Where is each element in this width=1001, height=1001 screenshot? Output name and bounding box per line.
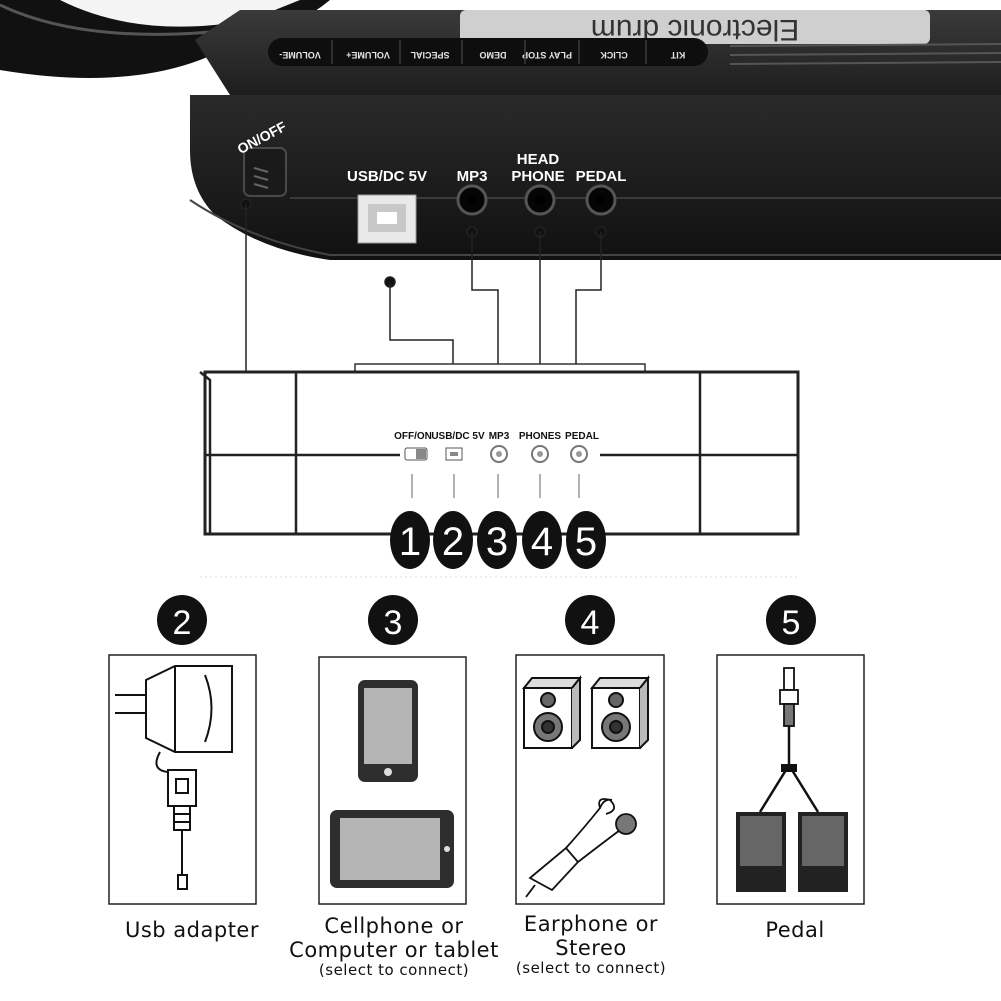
usb-adapter-icon xyxy=(115,665,233,890)
caption-earphone-stereo: Earphone or Stereo (select to connect) xyxy=(496,912,686,978)
pedal-icon xyxy=(736,667,848,892)
caption-line: Computer or tablet xyxy=(289,938,499,963)
headphone-port-label-2: PHONE xyxy=(511,168,564,185)
caption-line: Usb adapter xyxy=(124,918,259,942)
schematic-number-badge: 5 xyxy=(566,511,606,569)
schematic-number-badge: 4 xyxy=(522,511,562,569)
schematic-pedal-jack-icon xyxy=(570,445,588,463)
device-button-label: PLAY STOP xyxy=(522,50,572,60)
schematic-number-badge: 1 xyxy=(390,511,430,569)
device-button: PLAY STOP xyxy=(522,40,580,64)
caption-line: Earphone or xyxy=(523,912,659,936)
panel-pedal xyxy=(716,654,865,905)
device-button-label: CLICK xyxy=(600,50,628,60)
panel-number: 5 xyxy=(782,604,801,642)
device-button: CLICK xyxy=(600,40,647,64)
panel-number-badge: 4 xyxy=(565,595,615,645)
device-button-label: VOLUME- xyxy=(279,50,321,60)
schematic-label-offon: OFF/ON xyxy=(394,431,432,442)
mp3-port-label: MP3 xyxy=(457,168,488,185)
device-button: DEMO xyxy=(480,40,526,64)
caption-line: Pedal xyxy=(765,918,825,942)
panel-number-badge: 3 xyxy=(368,595,418,645)
device-button-label: SPECIAL xyxy=(410,50,450,60)
schematic-mp3-jack-icon xyxy=(490,445,508,463)
schematic-number: 3 xyxy=(486,520,508,564)
caption-subline: (select to connect) xyxy=(515,959,667,978)
schematic-switch-icon xyxy=(404,447,428,461)
device-button: KIT xyxy=(670,50,685,60)
panel-number-badges: 2 3 4 5 xyxy=(157,595,816,645)
panel-number-badge: 2 xyxy=(157,595,207,645)
caption-line: Cellphone or xyxy=(324,914,464,938)
phone-tablet-icon xyxy=(330,680,454,888)
schematic-label-usb: USB/DC 5V xyxy=(431,431,485,442)
usb-port xyxy=(357,194,417,244)
device-button: VOLUME- xyxy=(279,40,333,64)
caption-phone-tablet: Cellphone or Computer or tablet (select … xyxy=(280,914,508,980)
device-button-label: VOLUME+ xyxy=(346,50,390,60)
panel-number-badge: 5 xyxy=(766,595,816,645)
device-button-label: KIT xyxy=(670,50,685,60)
caption-pedal: Pedal xyxy=(730,918,860,942)
schematic-number: 1 xyxy=(399,520,421,564)
panel-phone-tablet xyxy=(318,656,467,905)
device-buttons: KIT CLICK PLAY STOP DEMO SPECIAL VOLUME+ VOLUM… xyxy=(279,40,685,64)
speakers-earphone-icon xyxy=(521,675,651,898)
button-strip xyxy=(268,38,708,66)
usb-port-label: USB/DC 5V xyxy=(347,168,427,185)
device-button-label: DEMO xyxy=(480,50,507,60)
schematic-usb-icon xyxy=(445,447,463,461)
panel-number: 4 xyxy=(581,604,600,642)
schematic-number: 5 xyxy=(575,520,597,564)
panel-usb-adapter xyxy=(108,654,257,905)
schematic-number: 4 xyxy=(531,520,553,564)
schematic-label-pedal: PEDAL xyxy=(565,431,599,442)
device-button: VOLUME+ xyxy=(346,40,401,64)
caption-subline: (select to connect) xyxy=(318,961,470,980)
schematic-label-phones: PHONES xyxy=(519,431,562,442)
brand-plate xyxy=(460,10,930,44)
caption-line: Stereo xyxy=(555,936,627,961)
headphone-port-label-1: HEAD xyxy=(517,151,560,168)
headphone-jack xyxy=(524,184,556,216)
speaker-grill xyxy=(729,43,1001,65)
pedal-jack xyxy=(585,184,617,216)
schematic-label-mp3: MP3 xyxy=(489,431,510,442)
panel-number: 2 xyxy=(173,604,192,642)
schematic-number: 2 xyxy=(442,520,464,564)
schematic-number-badge: 2 xyxy=(433,511,473,569)
schematic-number-badge: 3 xyxy=(477,511,517,569)
panel-number: 3 xyxy=(384,604,403,642)
pedal-port-label: PEDAL xyxy=(576,168,627,185)
schematic-phones-jack-icon xyxy=(531,445,549,463)
panel-earphone-stereo xyxy=(515,654,665,905)
caption-usb-adapter: Usb adapter xyxy=(112,918,272,942)
mp3-jack xyxy=(456,184,488,216)
device-button: SPECIAL xyxy=(410,40,463,64)
